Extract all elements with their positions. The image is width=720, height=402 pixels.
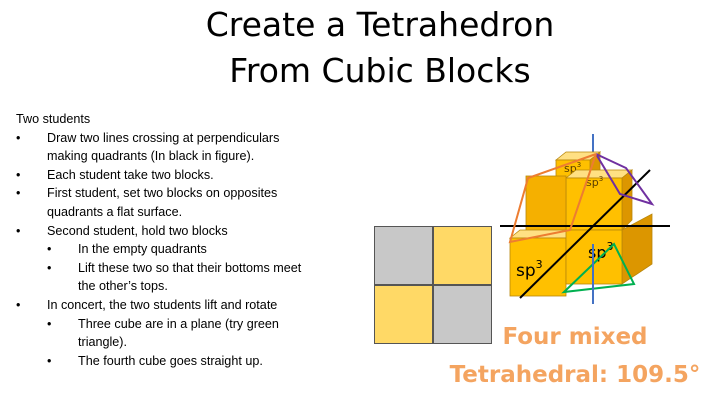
instruction-item: the other’s tops. bbox=[16, 277, 356, 296]
instruction-item: • Second student, hold two blocks bbox=[16, 222, 356, 241]
instruction-item: making quadrants (In black in figure). bbox=[16, 147, 356, 166]
instruction-text: In concert, the two students lift and ro… bbox=[47, 297, 278, 312]
instruction-item: • Lift these two so that their bottoms me… bbox=[16, 259, 356, 278]
bullet-icon: • bbox=[47, 316, 52, 331]
instruction-item: triangle). bbox=[16, 333, 356, 352]
instruction-text: quadrants a flat surface. bbox=[47, 204, 183, 219]
instruction-list: • Draw two lines crossing at perpendicula… bbox=[16, 129, 356, 371]
green-triangle bbox=[561, 242, 636, 294]
sp3-exp: 3 bbox=[599, 175, 603, 183]
bullet-icon: • bbox=[16, 297, 21, 312]
sp3-label-top-right: sp3 bbox=[586, 175, 603, 189]
bullet-icon: • bbox=[47, 242, 52, 257]
slide-title: Create a Tetrahedron From Cubic Blocks bbox=[150, 2, 610, 94]
orange-edge bbox=[508, 153, 597, 244]
sp3-base: sp bbox=[516, 261, 536, 281]
bullet-icon: • bbox=[16, 186, 21, 201]
bullet-icon: • bbox=[47, 353, 52, 368]
instructions-intro: Two students bbox=[16, 112, 91, 126]
bullet-icon: • bbox=[16, 167, 21, 182]
instruction-text: The fourth cube goes straight up. bbox=[78, 353, 263, 368]
quadrant-grid bbox=[374, 226, 492, 344]
instruction-item: • Draw two lines crossing at perpendicula… bbox=[16, 129, 356, 148]
instruction-item: • In the empty quadrants bbox=[16, 240, 356, 259]
purple-edge bbox=[595, 153, 655, 206]
instruction-item: quadrants a flat surface. bbox=[16, 203, 356, 222]
instructions: Two students • Draw two lines crossing at… bbox=[16, 110, 356, 370]
instruction-item: • The fourth cube goes straight up. bbox=[16, 352, 356, 371]
instruction-text: First student, set two blocks on opposit… bbox=[47, 186, 278, 201]
bullet-icon: • bbox=[47, 260, 52, 275]
instruction-text: In the empty quadrants bbox=[78, 242, 207, 257]
quadrant-top-left bbox=[375, 227, 432, 284]
bullet-icon: • bbox=[16, 223, 21, 238]
caption-line-1: Four mixed bbox=[502, 324, 648, 350]
instruction-text: Three cube are in a plane (try green bbox=[78, 316, 279, 331]
sp3-exp: 3 bbox=[577, 161, 581, 169]
instruction-item: • Each student take two blocks. bbox=[16, 166, 356, 185]
sp3-exp: 3 bbox=[536, 258, 543, 271]
instruction-text: Second student, hold two blocks bbox=[47, 223, 228, 238]
quadrant-bottom-right bbox=[434, 286, 491, 343]
instruction-item: • First student, set two blocks on opposi… bbox=[16, 184, 356, 203]
instruction-text: Lift these two so that their bottoms mee… bbox=[78, 260, 302, 275]
instruction-text: Each student take two blocks. bbox=[47, 167, 214, 182]
instruction-item: • In concert, the two students lift and r… bbox=[16, 296, 356, 315]
sp3-label-bottom-left: sp3 bbox=[516, 258, 543, 281]
title-line-1: Create a Tetrahedron bbox=[205, 5, 555, 44]
instruction-text: Draw two lines crossing at perpendicular… bbox=[47, 130, 280, 145]
title-line-2: From Cubic Blocks bbox=[229, 51, 531, 90]
caption-line-2: Tetrahedral: 109.5° bbox=[449, 362, 701, 388]
instruction-item: • Three cube are in a plane (try green bbox=[16, 315, 356, 334]
black-diagonal-line bbox=[519, 169, 651, 299]
quadrant-top-right bbox=[434, 227, 491, 284]
sp3-base: sp bbox=[586, 176, 599, 189]
bullet-icon: • bbox=[16, 130, 21, 145]
instruction-text: the other’s tops. bbox=[78, 279, 168, 294]
instruction-text: making quadrants (In black in figure). bbox=[47, 149, 255, 164]
cube-top-right: sp3 bbox=[564, 169, 634, 231]
tetrahedron-figure: sp3 sp3 sp3 sp3 bbox=[500, 134, 670, 304]
instruction-text: triangle). bbox=[78, 335, 127, 350]
quadrant-bottom-left bbox=[375, 286, 432, 343]
